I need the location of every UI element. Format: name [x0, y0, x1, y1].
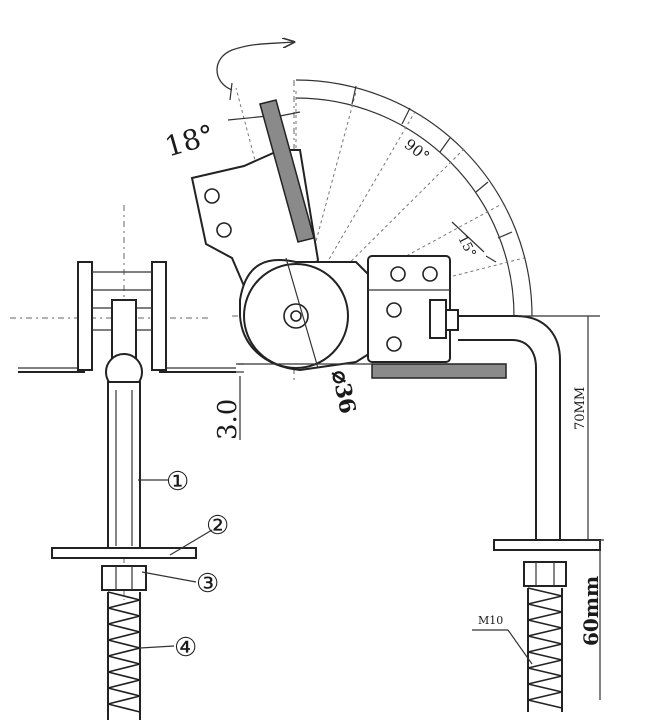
right-rod-assembly [458, 315, 601, 712]
thread-m10-label: M10 [478, 614, 503, 627]
left-mount-assembly [18, 261, 236, 720]
height-70mm-label: 70MM [573, 387, 588, 430]
part-leaders [138, 479, 213, 649]
height-60mm-label: 60mm [579, 576, 603, 646]
part-2-label: ② [206, 511, 229, 541]
angle-18-label: 18° [161, 118, 218, 163]
diameter-36-label: ⌀36 [326, 368, 361, 416]
pivot-assembly [190, 99, 507, 379]
angle-15-label: 15° [454, 233, 478, 260]
part-4-label: ④ [174, 633, 197, 663]
part-3-label: ③ [196, 569, 219, 599]
rotation-arrow-icon [216, 42, 294, 91]
angle-90-label: 90° [401, 135, 433, 166]
dimension-lines [236, 315, 604, 700]
part-1-label: ① [166, 467, 189, 497]
gap-3-label: 3.0 [213, 399, 243, 440]
